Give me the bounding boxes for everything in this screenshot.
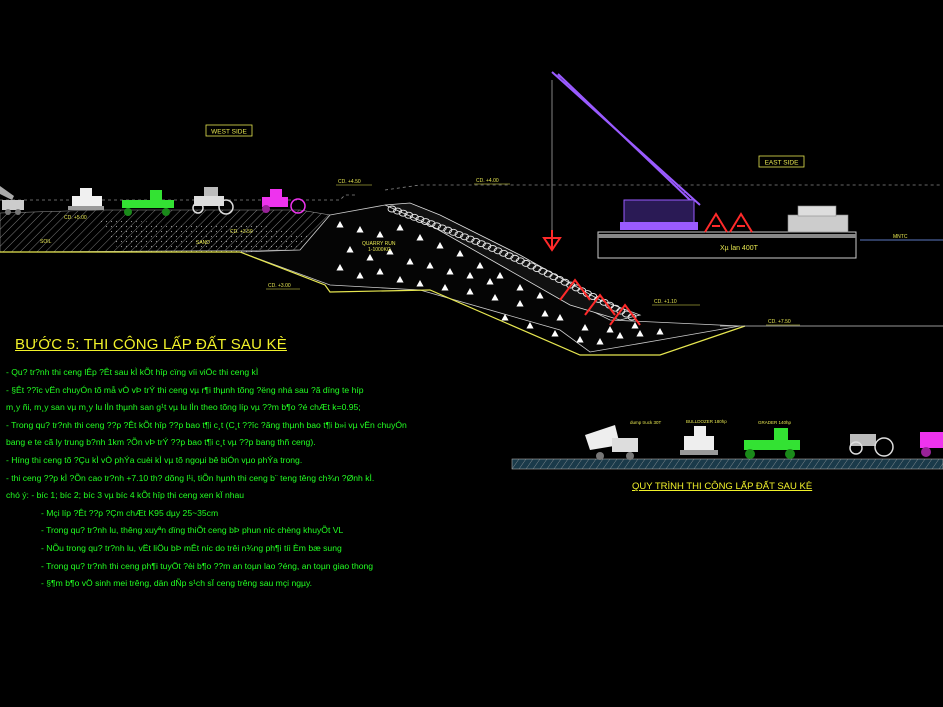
note-line-3: m¸y ñi, m¸y san vµ m¸y lu lÌn thµnh san …: [6, 402, 361, 413]
equip-label-1: dump truck 30T: [630, 420, 662, 425]
roller-process-icon: [849, 434, 894, 457]
level-marker-4: CD. +1.10: [654, 299, 677, 305]
stone-blocks-icon: [787, 205, 849, 233]
barge-label: Xµ lan 400T: [720, 245, 759, 252]
level-markers: CD. +4.50 CD. +4.00 CD. +3.00 CD. +1.10 …: [40, 178, 908, 326]
existing-ground-line: [0, 184, 940, 201]
note-line-10: - Trong qu? tr?nh lu, th­êng xuyªn dïng …: [41, 525, 344, 536]
armor-rock-chain: [387, 205, 637, 321]
grader-green-icon: [122, 190, 174, 216]
note-line-2: - §Êt ??îc vËn chuyÓn tõ må vÒ vÞ trÝ th…: [6, 384, 364, 395]
sand-label: SAND: [196, 240, 210, 246]
level-marker-5: CD. +7.50: [768, 319, 791, 325]
compactor-magenta-icon: [262, 189, 306, 214]
process-diagram: dump truck 30T BULLDOZER 180hp GRADER 14…: [511, 419, 943, 470]
equip-label-2: BULLDOZER 180hp: [686, 419, 727, 424]
bulldozer-process-icon: [680, 426, 718, 455]
step-title: BƯỚC 5: THI CÔNG LẤP ĐẤT SAU KÈ: [15, 336, 287, 353]
note-line-13: - §¶m b¶o vÖ sinh mei tr­êng, dän dÑp s¹…: [41, 578, 312, 589]
level-marker-6: CD. +3.50: [230, 229, 253, 235]
west-side-box: [205, 124, 253, 137]
sand-fill-area: [100, 220, 310, 252]
note-line-6: - H­íng thi ceng tõ ?Çu kÌ vÒ phÝa cuèi …: [6, 454, 303, 465]
construction-notes: - Qu? tr?nh thi ceng lÊp ?Êt sau kÌ kÕt …: [6, 364, 506, 593]
west-side-label: WEST SIDE: [211, 129, 247, 136]
base-line-right: [239, 251, 746, 356]
equip-label-3: GRADER 140hp: [758, 420, 792, 425]
note-line-9: - Mçi líp ?Êt ??p ?Çm chÆt K95 dµy 25~35…: [41, 507, 219, 518]
mntc-label: MNTC: [893, 234, 908, 240]
note-line-4: - Trong qu? tr?nh thi ceng ??p ?Êt kÕt h…: [6, 419, 407, 430]
quarry-label: QUARRY RUN: [362, 241, 396, 247]
bulldozer-white-icon: [68, 188, 104, 210]
note-line-11: - NÕu trong qu? tr?nh lu, vËt liÖu bÞ mÊ…: [41, 542, 342, 553]
note-line-1: - Qu? tr?nh thi ceng lÊp ?Êt sau kÌ kÕt …: [6, 367, 259, 377]
crawler-crane-icon: [551, 71, 701, 230]
roller-white-icon: [192, 187, 234, 215]
note-line-7: - thi ceng ??p kÌ ?Õn cao tr?nh +7.10 th…: [6, 472, 375, 483]
tetrapods-on-barge-icon: [704, 212, 753, 233]
tetrapods-placed-icon: [559, 278, 641, 326]
soil-label: SOIL: [40, 239, 52, 245]
grader-process-icon: [744, 428, 800, 459]
excavator-left-icon: [0, 186, 24, 215]
compactor-process-icon: [920, 432, 943, 457]
note-line-5: bang e te cã ly trung b?nh 1km ?Õn vÞ tr…: [6, 437, 316, 448]
quarry-sub-label: 1-1000KG: [368, 247, 391, 253]
east-side-label: EAST SIDE: [765, 160, 800, 167]
barge: Xµ lan 400T: [597, 231, 857, 259]
level-marker-1: CD. +4.50: [338, 179, 361, 185]
dump-truck-icon: [585, 425, 638, 460]
process-title: QUY TRÌNH THI CÔNG LẤP ĐẤT SAU KÈ: [632, 481, 813, 492]
note-line-12: - Trong qu? tr?nh thi ceng ph¶i tuyÖt ?è…: [41, 560, 374, 571]
level-marker-3: CD. +3.00: [268, 283, 291, 289]
note-line-8: chó ý: - b­íc 1; b­íc 2; b­íc 3 vµ b­íc …: [6, 490, 245, 501]
level-marker-2: CD. +4.00: [476, 178, 499, 184]
tetrapod-hanging-icon: [542, 230, 562, 252]
level-marker-7: CD. +5.00: [64, 215, 87, 221]
east-side-box: [758, 155, 805, 168]
